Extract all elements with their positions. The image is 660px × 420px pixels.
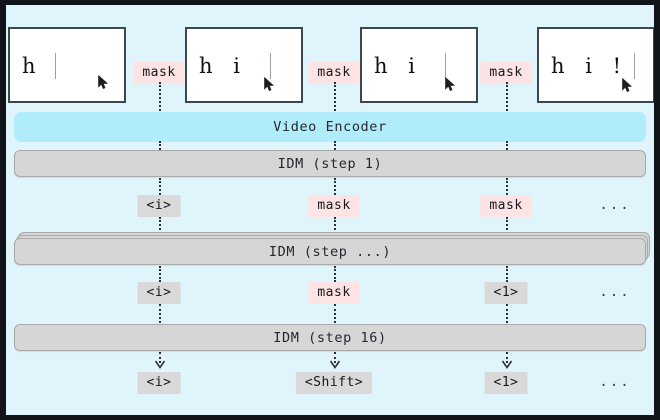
arrow-down-icon — [501, 360, 513, 369]
connector-line — [334, 217, 336, 237]
video-encoder-bar: Video Encoder — [14, 112, 646, 142]
connector-line — [506, 141, 508, 153]
mouse-pointer-icon — [622, 78, 633, 93]
mouse-pointer-icon — [264, 77, 275, 92]
connector-line — [506, 178, 508, 195]
connector-line — [506, 217, 508, 237]
token-row1-col1: <i> — [137, 195, 181, 217]
connector-line — [334, 266, 336, 282]
mouse-pointer-icon — [445, 77, 456, 92]
idm-step-mid-bar: IDM (step ...) — [14, 238, 646, 265]
idm-step-1-label: IDM (step 1) — [277, 155, 383, 172]
idm-step-mid-label: IDM (step ...) — [268, 243, 392, 260]
row1-ellipsis: ... — [599, 197, 631, 213]
token-row3-col2: <Shift> — [295, 372, 373, 394]
video-frame-2: h i — [185, 27, 303, 103]
connector-line — [506, 352, 508, 363]
row2-ellipsis: ... — [599, 284, 631, 300]
connector-line — [506, 304, 508, 323]
text-caret-icon — [270, 53, 271, 79]
connector-line — [159, 304, 161, 323]
connector-line — [506, 82, 508, 114]
input-mask-token-2: mask — [308, 62, 360, 84]
video-frame-3: h i — [360, 27, 478, 103]
connector-line — [159, 82, 161, 114]
connector-line — [159, 178, 161, 195]
video-frame-4: h i ! — [537, 27, 654, 103]
arrow-down-icon — [154, 360, 166, 369]
text-caret-icon — [55, 53, 56, 79]
frame-4-text: h i ! — [551, 54, 629, 78]
idm-step-1-bar: IDM (step 1) — [14, 150, 646, 177]
token-row2-col3: <1> — [484, 282, 528, 304]
token-row3-col3: <1> — [484, 372, 528, 394]
video-frame-1: h — [8, 27, 126, 103]
arrow-down-icon — [329, 360, 341, 369]
connector-line — [334, 352, 336, 363]
row3-ellipsis: ... — [599, 374, 631, 390]
token-row2-col1: <i> — [137, 282, 181, 304]
idm-step-16-bar: IDM (step 16) — [14, 324, 646, 351]
frame-3-text: h i — [374, 54, 422, 78]
connector-line — [334, 178, 336, 195]
token-row1-col3: mask — [480, 195, 532, 217]
input-mask-token-3: mask — [480, 62, 532, 84]
text-caret-icon — [445, 53, 446, 79]
connector-line — [159, 352, 161, 363]
video-encoder-label: Video Encoder — [273, 119, 387, 135]
connector-line — [334, 141, 336, 153]
connector-line — [334, 304, 336, 323]
input-mask-token-1: mask — [133, 62, 185, 84]
frame-1-text: h — [22, 54, 43, 78]
connector-line — [159, 217, 161, 237]
mouse-pointer-icon — [98, 75, 109, 90]
connector-line — [334, 82, 336, 114]
token-row1-col2: mask — [308, 195, 360, 217]
frame-2-text: h i — [199, 54, 247, 78]
text-caret-icon — [634, 53, 635, 79]
idm-step-16-label: IDM (step 16) — [273, 329, 387, 346]
connector-line — [506, 266, 508, 282]
diagram-canvas: h h i h i h i ! — [6, 5, 654, 415]
connector-line — [159, 266, 161, 282]
connector-line — [159, 141, 161, 153]
token-row2-col2: mask — [308, 282, 360, 304]
token-row3-col1: <i> — [137, 372, 181, 394]
